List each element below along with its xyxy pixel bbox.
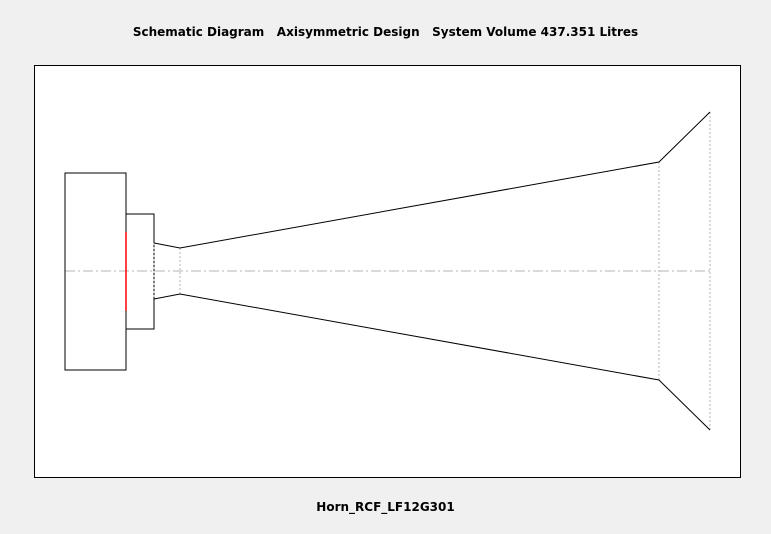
design-name-label: Horn_RCF_LF12G301 [316, 500, 455, 514]
schematic-plot-area [34, 65, 741, 478]
diagram-title: Schematic Diagram Axisymmetric Design Sy… [132, 25, 639, 39]
